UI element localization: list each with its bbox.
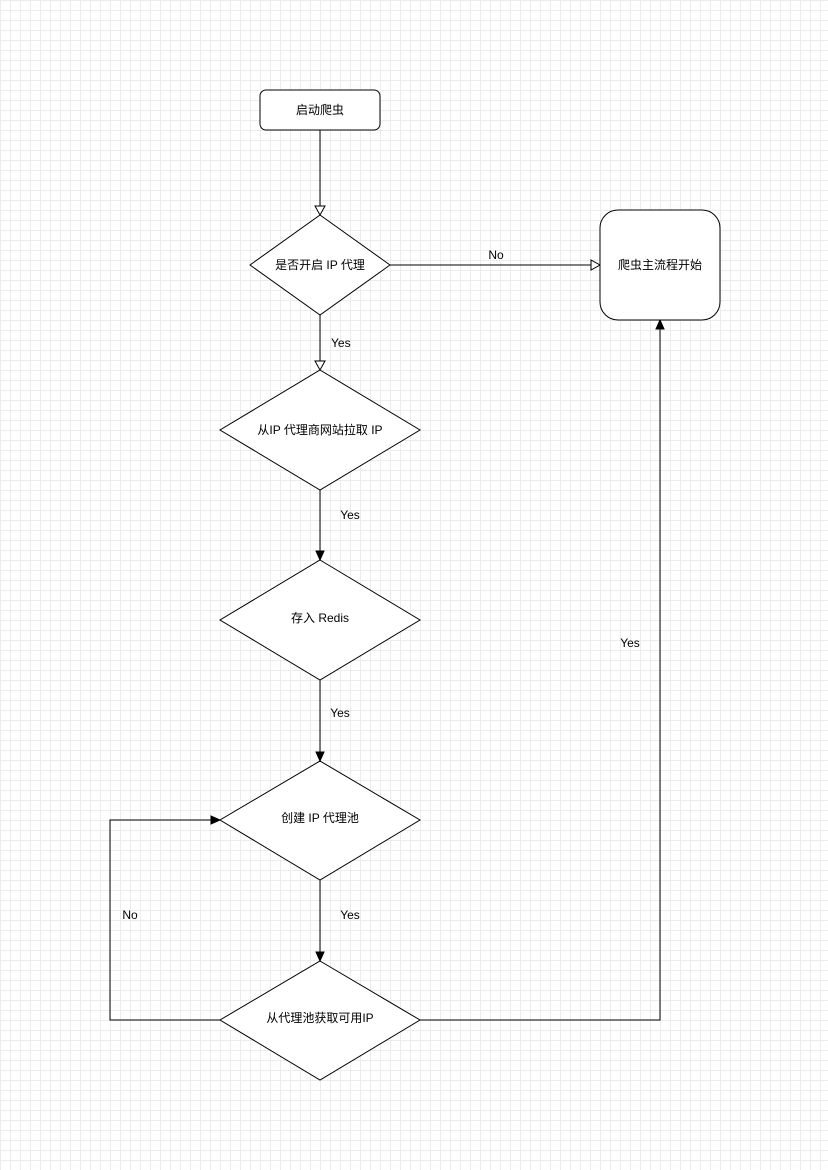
node-start-label: 启动爬虫 (296, 103, 344, 117)
edge-save-to-pool (315, 680, 325, 763)
edge-fetch-to-save (315, 490, 325, 562)
node-start[interactable]: 启动爬虫 (259, 89, 381, 131)
node-fetch-ip[interactable]: 从IP 代理商网站拉取 IP (219, 369, 421, 491)
edge-label-check-to-fetch: Yes (331, 336, 351, 350)
edge-label-fetch-to-save: Yes (340, 508, 360, 522)
node-main-flow[interactable]: 爬虫主流程开始 (599, 209, 721, 321)
edge-start-to-check (314, 130, 326, 217)
node-save-redis-label: 存入 Redis (291, 611, 349, 625)
node-main-flow-label: 爬虫主流程开始 (618, 257, 702, 272)
node-get-ip-label: 从代理池获取可用IP (266, 1011, 373, 1025)
edge-label-check-to-main: No (488, 248, 504, 262)
node-create-pool-label: 创建 IP 代理池 (281, 811, 359, 825)
node-create-pool[interactable]: 创建 IP 代理池 (219, 760, 421, 881)
edge-label-get-to-pool: No (122, 908, 138, 922)
node-check-proxy[interactable]: 是否开启 IP 代理 (249, 214, 391, 316)
edge-check-to-main (390, 259, 602, 271)
edge-get-to-main (420, 318, 665, 1021)
node-check-proxy-label: 是否开启 IP 代理 (275, 258, 365, 272)
edge-label-get-to-main: Yes (620, 636, 640, 650)
edge-check-to-fetch (314, 315, 326, 372)
edge-label-pool-to-get: Yes (340, 908, 360, 922)
edge-get-to-pool (109, 815, 222, 1021)
node-fetch-ip-label: 从IP 代理商网站拉取 IP (257, 422, 382, 437)
edge-pool-to-get (315, 880, 325, 963)
edge-label-save-to-pool: Yes (330, 706, 350, 720)
node-get-ip[interactable]: 从代理池获取可用IP (219, 960, 421, 1081)
node-save-redis[interactable]: 存入 Redis (219, 559, 421, 681)
